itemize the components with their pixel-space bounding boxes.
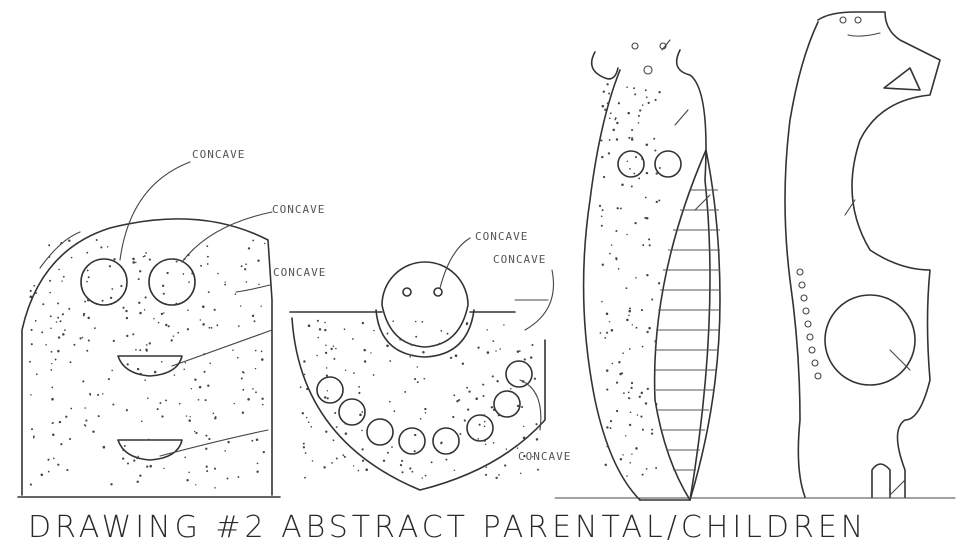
belly-circle bbox=[825, 295, 915, 385]
figure-tall-parent bbox=[584, 40, 720, 500]
figure-left-block bbox=[18, 162, 280, 497]
label-concave-4: CONCAVE bbox=[475, 230, 528, 243]
label-concave-1: CONCAVE bbox=[192, 148, 245, 161]
right-eye-circle bbox=[149, 259, 195, 305]
head-circle bbox=[382, 262, 468, 347]
hatch-lines bbox=[655, 190, 720, 470]
label-concave-3: CONCAVE bbox=[273, 266, 326, 279]
figure-half-circle bbox=[290, 238, 553, 490]
hatched-lens bbox=[655, 150, 720, 500]
stipple-dots bbox=[29, 80, 661, 489]
label-concave-5: CONCAVE bbox=[493, 253, 546, 266]
dot-column bbox=[797, 269, 821, 379]
lower-bowl bbox=[118, 440, 182, 460]
figure-right-standing bbox=[785, 12, 940, 497]
label-concave-6: CONCAVE bbox=[518, 450, 571, 463]
drawing-title: DRAWING #2 ABSTRACT PARENTAL/CHILDREN bbox=[28, 510, 867, 545]
label-concave-2: CONCAVE bbox=[272, 203, 325, 216]
left-eye-circle bbox=[81, 259, 127, 305]
